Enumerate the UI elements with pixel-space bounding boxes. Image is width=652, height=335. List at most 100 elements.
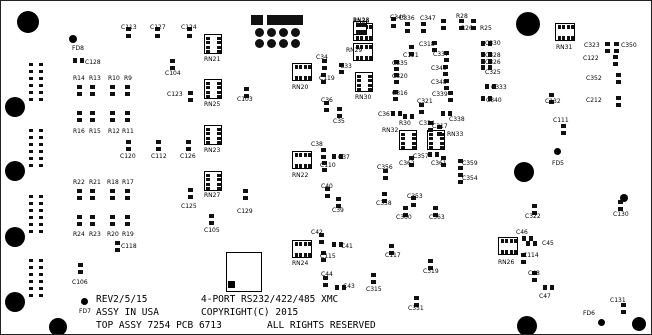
- capacitor: [444, 51, 449, 62]
- capacitor-label: C122: [583, 55, 599, 62]
- capacitor-label: C105: [204, 227, 220, 234]
- edge-pad: [39, 84, 43, 87]
- resistor-label: R26: [461, 25, 473, 32]
- capacitor-label: C339: [432, 91, 448, 98]
- capacitor: [155, 27, 160, 38]
- capacitor: [170, 59, 175, 70]
- resistor-label: R30: [399, 120, 411, 127]
- capacitor-label: C318: [419, 41, 435, 48]
- edge-pad: [39, 157, 43, 160]
- resistor-network: [555, 23, 575, 41]
- edge-pad: [29, 164, 33, 167]
- pin1-marker: [228, 281, 235, 288]
- capacitor: [405, 22, 410, 33]
- capacitor: [382, 192, 387, 203]
- capacitor-label: C348: [431, 79, 447, 86]
- resistor-label: R28: [456, 13, 468, 20]
- capacitor: [186, 140, 191, 151]
- resistor-label: R23: [89, 231, 101, 238]
- rn-label: RN26: [498, 259, 515, 266]
- capacitor-label: C323: [584, 42, 600, 49]
- resistor: [110, 215, 115, 226]
- capacitor: [618, 200, 623, 211]
- capacitor: [421, 22, 426, 33]
- capacitor: [614, 42, 619, 53]
- silk-rev: REV2/5/15: [96, 294, 148, 305]
- edge-pad: [39, 209, 43, 212]
- capacitor: [419, 103, 424, 114]
- capacitor: [532, 271, 537, 282]
- capacitor-label: C356: [377, 164, 393, 171]
- capacitor: [188, 91, 193, 102]
- capacitor-label: C317: [432, 123, 448, 130]
- edge-pad: [39, 216, 43, 219]
- resistor: [90, 85, 95, 96]
- capacitor-label: C336: [399, 15, 415, 22]
- capacitor: [391, 111, 402, 116]
- capacitor: [324, 101, 329, 112]
- resistor-network: [427, 130, 445, 150]
- capacitor: [458, 173, 463, 184]
- resistor: [125, 215, 130, 226]
- rn-label: RN33: [447, 131, 464, 138]
- silk-top-assy: TOP ASSY 7254 PCB 6713: [96, 320, 222, 331]
- capacitor-label: C349: [431, 65, 447, 72]
- capacitor-label: C334: [419, 120, 435, 127]
- capacitor-label: C33: [340, 63, 352, 70]
- resistor-label: R11: [122, 128, 134, 135]
- silk-copyright: COPYRIGHT(C) 2015: [201, 307, 299, 318]
- capacitor-label: C367: [378, 111, 394, 118]
- capacitor-label: C119: [319, 75, 335, 82]
- capacitor: [389, 244, 394, 255]
- capacitor-label: C113: [121, 24, 137, 31]
- edge-pad: [39, 202, 43, 205]
- edge-pad: [29, 150, 33, 153]
- fiducial-label: FD6: [583, 310, 595, 317]
- resistor-network: [353, 21, 367, 35]
- resistor-label: R18: [107, 179, 119, 186]
- capacitor: [432, 41, 437, 52]
- capacitor-label: C320: [392, 73, 408, 80]
- capacitor-label: C351: [408, 305, 424, 312]
- mounting-hole: [516, 12, 540, 36]
- rn-label: RN20: [292, 84, 309, 91]
- edge-pad: [39, 136, 43, 139]
- capacitor: [428, 259, 433, 270]
- capacitor: [403, 206, 408, 217]
- capacitor: [321, 251, 326, 262]
- resistor-label: R12: [108, 128, 120, 135]
- resistor-network: [355, 72, 373, 92]
- resistor-network: [292, 151, 312, 169]
- capacitor-label: C42: [311, 229, 323, 236]
- edge-pad: [29, 273, 33, 276]
- resistor-network: [399, 130, 417, 150]
- capacitor: [187, 27, 192, 38]
- capacitor: [543, 285, 554, 290]
- edge-pad: [39, 230, 43, 233]
- capacitor-label: C316: [392, 90, 408, 97]
- resistor-network: [292, 63, 312, 81]
- mounting-hole: [632, 317, 646, 331]
- edge-pad: [29, 143, 33, 146]
- capacitor: [613, 55, 618, 66]
- edge-pad: [29, 129, 33, 132]
- capacitor: [332, 242, 343, 247]
- edge-pad: [29, 84, 33, 87]
- capacitor: [605, 42, 610, 53]
- fiducial-label: FD5: [552, 160, 564, 167]
- capacitor: [319, 233, 324, 244]
- capacitor: [188, 188, 193, 199]
- mounting-hole: [5, 292, 25, 312]
- capacitor: [458, 159, 463, 170]
- capacitor: [428, 121, 433, 132]
- capacitor-label: C118: [121, 243, 137, 250]
- capacitor: [325, 187, 330, 198]
- capacitor-label: C45: [542, 240, 554, 247]
- capacitor: [337, 107, 342, 118]
- capacitor-label: C40: [321, 183, 333, 190]
- mounting-hole: [49, 318, 67, 334]
- capacitor-label: C104: [165, 70, 181, 77]
- resistor-network: [204, 34, 222, 54]
- capacitor: [409, 156, 414, 167]
- rn-label: RN22: [292, 172, 309, 179]
